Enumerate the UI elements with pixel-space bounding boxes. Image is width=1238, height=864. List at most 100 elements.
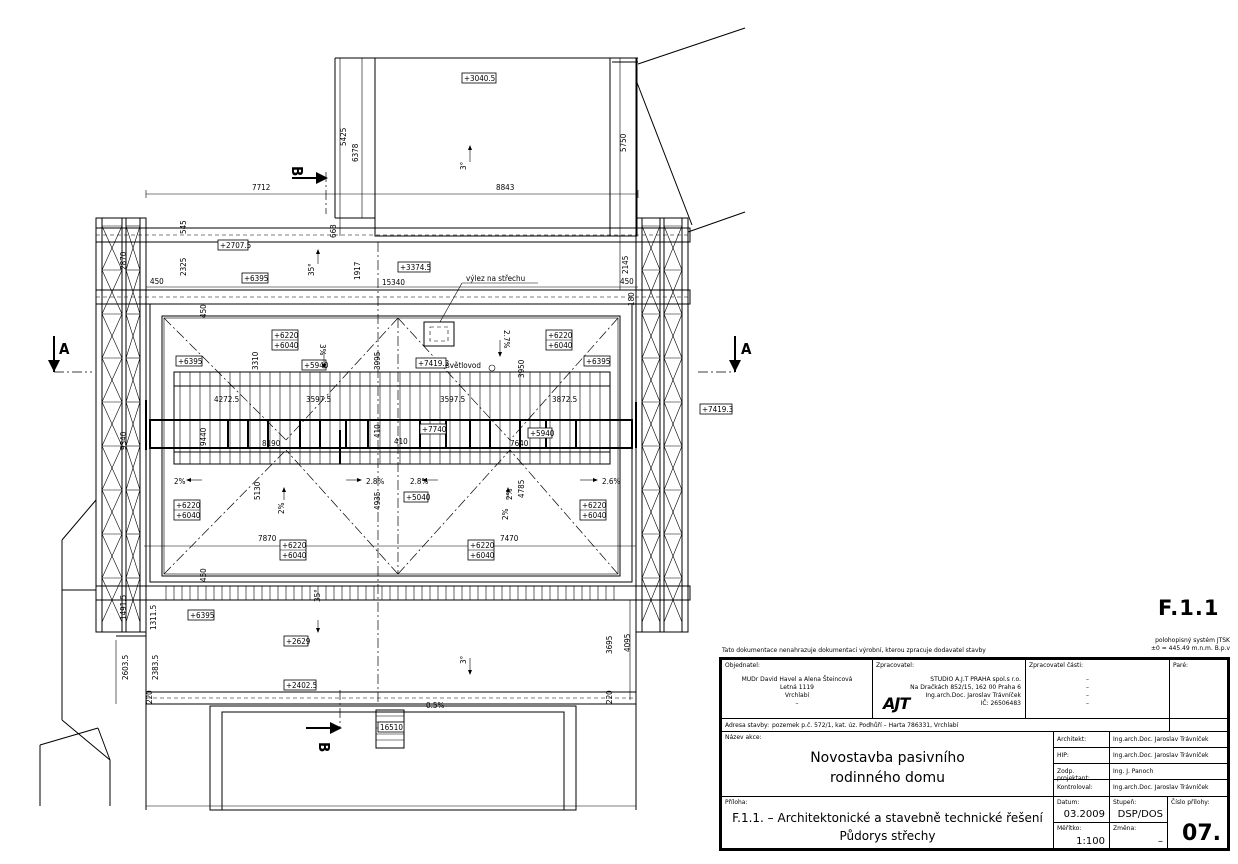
slope-2-mid-r: 2% — [501, 508, 510, 520]
dim-450-tl: 450 — [150, 277, 164, 286]
date-value: 03.2009 — [1063, 809, 1105, 820]
coordinate-note: polohopisný systém JTSK ±0 = 445.49 m.n.… — [1110, 637, 1230, 653]
dim-410-a: 410 — [373, 424, 382, 438]
level-6040: +6040 — [548, 341, 573, 350]
architect-caption-cell: Architekt: — [1053, 731, 1110, 748]
roof-exit-label: výlez na střechu — [466, 274, 525, 283]
level-6220: +6220 — [274, 331, 299, 340]
author-line-4: IČ: 26506483 — [980, 700, 1021, 707]
resp-caption: Zodp. projektant: — [1057, 768, 1090, 782]
check-value-cell: Ing.arch.Doc. Jaroslav Trávníček — [1109, 779, 1228, 797]
level-3374: +3374.5 — [400, 263, 431, 272]
section-marker-b-top: B — [288, 166, 328, 214]
address-cell: Adresa stavby: pozemek p.č. 572/1, kat. … — [721, 718, 1170, 732]
skylight-icon — [488, 364, 496, 372]
annex-caption: Příloha: — [725, 799, 748, 806]
part-author-caption: Zpracovatel části: — [1029, 662, 1084, 669]
level-6395-right: +6395 — [586, 357, 610, 366]
dim-16510: 16510 — [380, 723, 403, 732]
lower-structure — [116, 631, 637, 811]
level-7419-center: +7419.3 — [418, 359, 449, 368]
pare-cell: Paré: — [1169, 659, 1228, 719]
coordinate-system: polohopisný systém JTSK — [1155, 637, 1230, 644]
dim-8190: 8190 — [262, 439, 281, 448]
dim-220-l: 220 — [145, 690, 154, 704]
dim-3597-a: 3597.5 — [306, 395, 331, 404]
resp-caption-cell: Zodp. projektant: — [1053, 763, 1110, 782]
dim-1311: 1311.5 — [149, 605, 158, 630]
level-7419-right: +7419.3 — [702, 405, 733, 414]
dim-7640: 7640 — [510, 439, 529, 448]
resp-value: Ing. J. Panoch — [1113, 768, 1154, 775]
client-line-1: MUDr David Havel a Alena Šteincová — [741, 676, 853, 683]
level-6040: +6040 — [582, 511, 607, 520]
level-6040: +6040 — [274, 341, 299, 350]
level-6220: +6220 — [282, 541, 307, 550]
dim-450-bl: 450 — [199, 568, 208, 582]
double-level-6: +6220+6040 — [467, 539, 495, 561]
section-a-label-right: A — [741, 340, 752, 358]
dim-9440: 9440 — [199, 427, 208, 446]
dim-2870: 2870 — [119, 251, 128, 270]
upper-block — [334, 57, 638, 238]
south-gutter-hatch — [165, 586, 615, 600]
section-marker-b-bottom: B — [306, 690, 342, 752]
level-2629: +2629 — [286, 637, 311, 646]
level-6040: +6040 — [176, 511, 201, 520]
scaffold-right — [635, 217, 689, 633]
pergola-grid — [173, 371, 611, 465]
annex-cell: Příloha: F.1.1. – Architektonické a stav… — [721, 796, 1054, 849]
dim-4935: 4935 — [373, 492, 382, 510]
annex-line-2: Půdorys střechy — [839, 829, 936, 843]
dim-2145: 2145 — [621, 256, 630, 274]
stage-caption: Stupeň: — [1113, 799, 1137, 806]
address-caption: Adresa stavby: — [725, 722, 770, 729]
section-marker-a-right: A — [698, 336, 752, 373]
dim-9340: 9340 — [119, 431, 128, 450]
hip-value: Ing.arch.Doc. Jaroslav Trávníček — [1113, 752, 1209, 759]
dim-7712: 7712 — [252, 183, 270, 192]
dim-220-r: 220 — [605, 690, 614, 704]
part-line-1: – — [1086, 676, 1089, 683]
dim-6378: 6378 — [351, 143, 360, 162]
level-6220: +6220 — [548, 331, 573, 340]
dim-1491: 1491.5 — [119, 595, 128, 620]
level-6040: +6040 — [282, 551, 307, 560]
dim-4272: 4272.5 — [214, 395, 239, 404]
double-level-marks: +6220+6040+6220+6040+6220+6040+6220+6040… — [173, 329, 607, 561]
double-level-1: +6220+6040 — [271, 329, 299, 351]
dim-3597-b: 3597.5 — [440, 395, 465, 404]
slope-3-bottom: 3° — [459, 656, 468, 664]
section-marker-a-left: A — [48, 336, 92, 373]
level-6395-top: +6395 — [244, 274, 268, 283]
project-cell: Název akce: Novostavba pasivního rodinné… — [721, 731, 1054, 797]
dim-15340: 15340 — [382, 278, 405, 287]
scale-value: 1:100 — [1076, 836, 1105, 847]
section-b-label-bottom: B — [315, 742, 333, 752]
check-caption-cell: Kontroloval: — [1053, 779, 1110, 797]
level-2707: +2707.5 — [220, 241, 251, 250]
architect-caption: Architekt: — [1057, 736, 1087, 743]
main-building — [145, 241, 637, 705]
architect-value-cell: Ing.arch.Doc. Jaroslav Trávníček — [1109, 731, 1228, 748]
dim-2603: 2603.5 — [121, 655, 130, 680]
dim-2325: 2325 — [179, 258, 188, 276]
dim-663: 663 — [329, 224, 338, 238]
hip-caption: HIP: — [1057, 752, 1069, 759]
part-author-cell: Zpracovatel části: – – – – — [1025, 659, 1170, 719]
level-6395-left: +6395 — [178, 357, 202, 366]
level-6220: +6220 — [470, 541, 495, 550]
level-6395-bottom: +6395 — [190, 611, 214, 620]
sheet-code: F.1.1 — [1158, 596, 1220, 620]
roof-exit-hatch — [423, 321, 455, 347]
level-5940-right: +5940 — [530, 429, 555, 438]
scaffold-left — [95, 217, 147, 633]
level-3040: +3040.5 — [464, 74, 495, 83]
slope-2-mid: 2% — [277, 502, 286, 514]
author-line-2: Na Dračkách 852/15, 162 00 Praha 6 — [910, 684, 1021, 691]
dim-8843: 8843 — [496, 183, 514, 192]
dim-5425: 5425 — [339, 128, 348, 146]
slope-marks: 3° 35° 3% 2.7% 2% 2.8% 2.8% 2% 2% 2.6% 3… — [174, 145, 620, 710]
hip-value-cell: Ing.arch.Doc. Jaroslav Trávníček — [1109, 747, 1228, 764]
project-caption: Název akce: — [725, 734, 762, 741]
